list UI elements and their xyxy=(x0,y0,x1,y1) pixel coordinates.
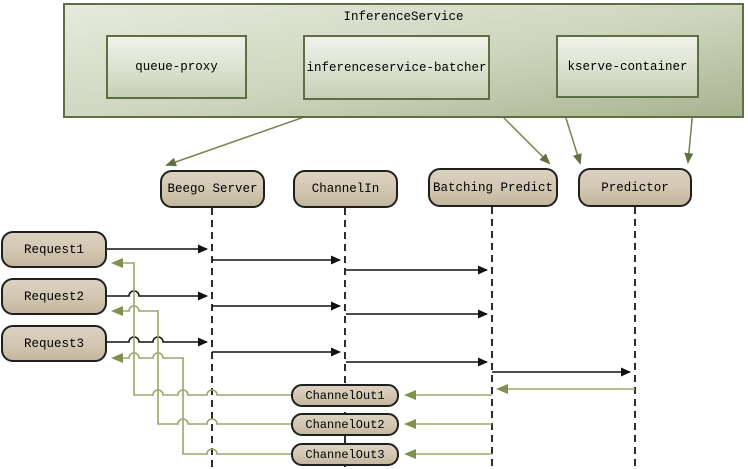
node-channelout3-label: ChannelOut3 xyxy=(305,447,385,462)
lifeline-head-channelin-label: ChannelIn xyxy=(311,182,380,196)
node-channelout3: ChannelOut3 xyxy=(291,443,399,466)
lifelines-layer xyxy=(211,207,636,467)
arrow-channelout1-to-request1 xyxy=(111,258,291,396)
node-channelout2-label: ChannelOut2 xyxy=(305,417,385,432)
node-inferenceservice-batcher-label: inferenceservice-batcher xyxy=(306,60,487,75)
lifeline-head-predictor-label: Predictor xyxy=(601,180,669,195)
arrow-channelout2-to-request2 xyxy=(111,305,291,425)
lifeline-head-batching-predict: Batching Predict xyxy=(428,168,558,207)
node-request3: Request3 xyxy=(1,325,107,362)
node-channelout1-label: ChannelOut1 xyxy=(305,388,385,403)
lifeline-head-beego-server: Beego Server xyxy=(160,170,265,208)
lifeline-head-beego-server-label: Beego Server xyxy=(167,182,258,196)
lifeline-head-batching-predict-label: Batching Predict xyxy=(432,180,554,195)
forward-messages xyxy=(107,244,631,377)
node-queue-proxy: queue-proxy xyxy=(106,35,247,99)
lifeline-head-channelin: ChannelIn xyxy=(293,170,398,208)
lifeline-head-predictor: Predictor xyxy=(578,168,692,207)
arrow-request3-to-beego xyxy=(107,336,208,347)
node-request2-label: Request2 xyxy=(23,289,84,304)
node-request1: Request1 xyxy=(1,231,107,268)
node-channelout1: ChannelOut1 xyxy=(291,384,399,407)
node-queue-proxy-label: queue-proxy xyxy=(135,60,218,74)
inference-service-title: InferenceService xyxy=(343,10,464,24)
node-inferenceservice-batcher: inferenceservice-batcher xyxy=(303,35,490,100)
node-request3-label: Request3 xyxy=(23,336,84,351)
node-kserve-container-label: kserve-container xyxy=(567,59,688,74)
node-request2: Request2 xyxy=(1,278,107,315)
arrow-request2-to-beego xyxy=(107,290,208,301)
node-kserve-container: kserve-container xyxy=(556,35,699,98)
arrow-channelout3-to-request3 xyxy=(111,352,291,455)
node-request1-label: Request1 xyxy=(23,242,84,257)
node-channelout2: ChannelOut2 xyxy=(291,413,399,436)
return-messages xyxy=(111,258,635,459)
